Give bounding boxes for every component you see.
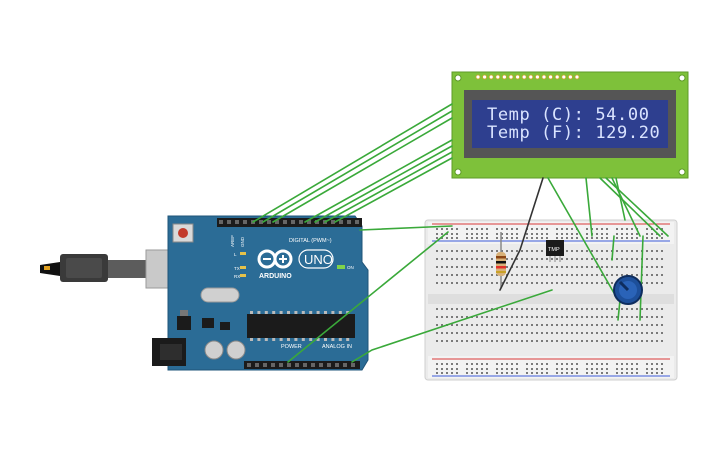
arduino-brand-text: ARDUINO (259, 273, 292, 280)
atmega-chip (247, 314, 355, 338)
power-analog-header (244, 361, 360, 369)
tx-label: TX (234, 266, 240, 271)
usb-connector (108, 260, 148, 278)
gnd-label: GND (240, 236, 245, 247)
rx-label: RX (234, 274, 240, 279)
crystal-oscillator (200, 287, 240, 303)
power-label: POWER (281, 344, 302, 350)
lcd-screen (472, 100, 668, 148)
aref-label: AREF (230, 235, 235, 247)
arduino-model-text: UNO (304, 252, 333, 267)
breadboard[interactable] (424, 219, 678, 381)
capacitor-1 (204, 340, 224, 360)
capacitor-2 (226, 340, 246, 360)
tmp-label: TMP (548, 247, 560, 253)
potentiometer[interactable] (613, 275, 643, 305)
lcd-line-1: Temp (C): 54.00 (487, 105, 650, 125)
arduino-logo-icon (257, 249, 293, 269)
on-label: ON (347, 265, 354, 270)
wires (252, 103, 669, 363)
on-led (337, 265, 345, 269)
digital-label: DIGITAL (PWM~) (289, 238, 332, 244)
analog-label: ANALOG IN (322, 344, 352, 350)
digital-header (217, 218, 362, 227)
tmp-sensor[interactable]: TMP (546, 240, 564, 262)
breadboard-holes (436, 228, 663, 374)
l-label: L (234, 252, 237, 257)
lcd-pin-header (475, 74, 580, 80)
reset-button[interactable] (178, 228, 188, 238)
arduino-uno-board[interactable]: ARDUINO UNO AREF GND DIGITAL (PWM~) TX R… (40, 215, 369, 371)
resistor[interactable] (496, 232, 506, 288)
lcd-16x2-module[interactable] (451, 71, 689, 179)
lcd-line-2: Temp (F): 129.20 (487, 123, 661, 143)
potentiometer-knob-icon (618, 280, 630, 292)
